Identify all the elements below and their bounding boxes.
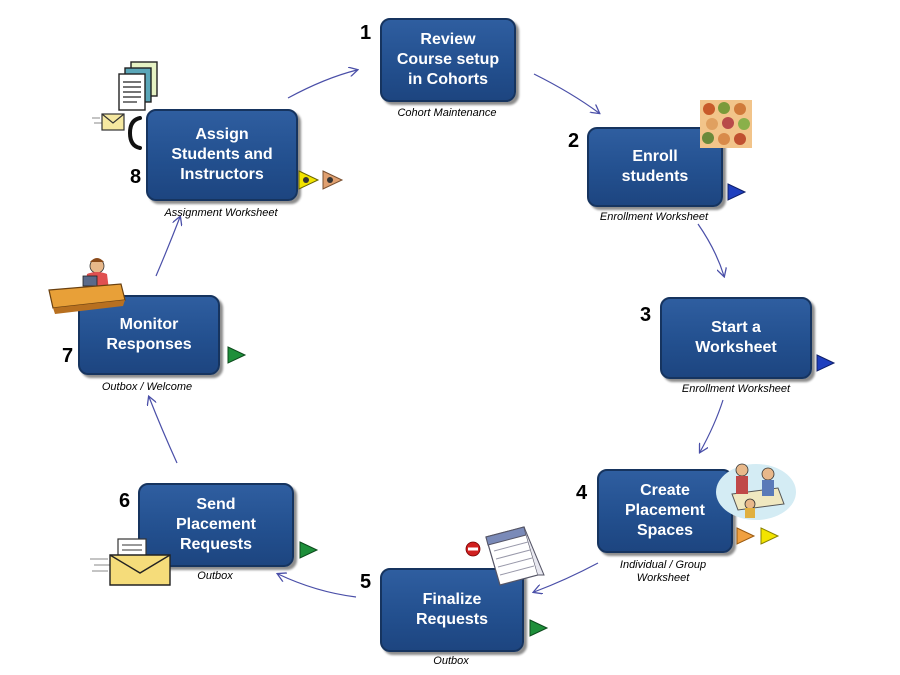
arrow-2-to-3 [697, 223, 724, 276]
step-6-number: 6 [119, 490, 131, 512]
step-4-number: 4 [576, 482, 588, 504]
step-6-play-icon[interactable] [298, 540, 320, 560]
step-2-caption: Enrollment Worksheet [599, 211, 709, 223]
mail-icon [92, 113, 125, 131]
step-3-play-icon[interactable] [815, 353, 837, 373]
step-3-number: 3 [640, 304, 652, 326]
crowd-icon [700, 100, 752, 148]
step-4-caption: Individual / Group Worksheet [619, 559, 707, 584]
arrow-3-to-4 [700, 399, 724, 452]
step-8-play-icon-yellow[interactable] [297, 169, 321, 191]
step-3-box[interactable]: Start a Worksheet [660, 297, 812, 379]
step-6-caption: Outbox [197, 570, 233, 582]
meeting-icon [716, 463, 796, 520]
step-5-number: 5 [360, 571, 372, 593]
step-8-play-icon-tan[interactable] [321, 169, 345, 191]
step-6-label: Send Placement Requests [175, 496, 257, 553]
calendar-icon [485, 526, 545, 586]
step-3-label: Start a Worksheet [695, 319, 777, 356]
documents-icon [118, 61, 158, 111]
receptionist-icon [48, 258, 126, 314]
step-5-label: Finalize Requests [415, 591, 489, 628]
step-4-label: Create Placement Spaces [624, 482, 706, 539]
step-8-caption: Assignment Worksheet [164, 207, 278, 219]
step-4-play-icon-yellow[interactable] [759, 526, 781, 546]
step-2-number: 2 [568, 130, 580, 152]
step-2-label: Enroll students [621, 148, 689, 185]
arrow-1-to-2 [533, 73, 599, 113]
step-1-caption: Cohort Maintenance [397, 107, 497, 119]
step-3-caption: Enrollment Worksheet [681, 383, 791, 395]
step-8-number: 8 [130, 166, 142, 188]
step-1-number: 1 [360, 22, 372, 44]
arrow-5-to-6 [278, 574, 357, 598]
step-5-play-icon[interactable] [528, 618, 550, 638]
arrow-6-to-7 [149, 397, 178, 464]
step-7-caption: Outbox / Welcome [101, 381, 193, 393]
arrow-7-to-8 [155, 217, 180, 277]
step-7-play-icon[interactable] [226, 345, 248, 365]
step-7-number: 7 [62, 345, 74, 367]
step-4-box[interactable]: Create Placement Spaces [597, 469, 733, 553]
step-8-label: Assign Students and Instructors [171, 126, 273, 183]
step-1-box[interactable]: Review Course setup in Cohorts [380, 18, 516, 102]
no-entry-icon [465, 541, 481, 557]
step-1-label: Review Course setup in Cohorts [396, 31, 500, 88]
arrow-8-to-1 [287, 70, 357, 99]
step-5-caption: Outbox [433, 655, 469, 667]
arrow-4-to-5 [534, 562, 599, 592]
step-6-box[interactable]: Send Placement Requests [138, 483, 294, 567]
phone-icon [127, 116, 142, 150]
step-4-play-icon-orange[interactable] [735, 526, 757, 546]
step-7-label: Monitor Responses [106, 316, 192, 353]
envelope-icon [90, 538, 171, 586]
step-8-box[interactable]: Assign Students and Instructors [146, 109, 298, 201]
step-2-play-icon[interactable] [726, 182, 748, 202]
